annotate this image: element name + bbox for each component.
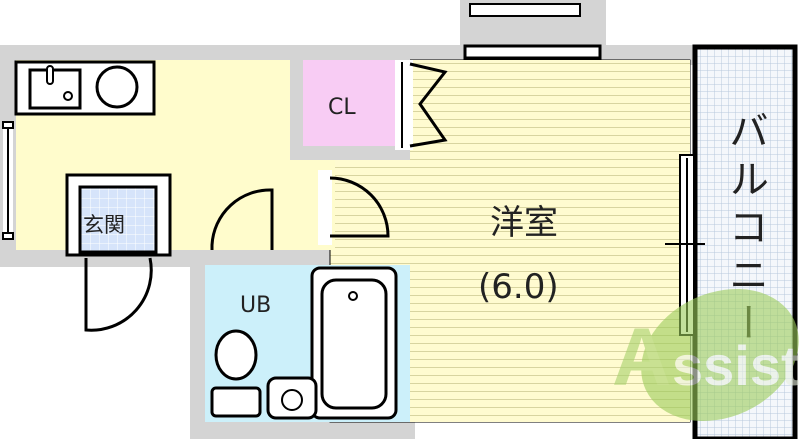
unit-bath [205,188,410,422]
kitchen-window [2,121,14,240]
top-window [463,3,602,60]
entrance [65,173,172,332]
closet [290,45,448,160]
entrance-label: 玄関 [83,213,125,237]
kitchen-counter [14,60,156,116]
svg-text:ssist: ssist [672,334,800,397]
closet-label: CL [328,95,356,120]
room-door [318,170,390,245]
western-room-size: (6.0) [478,267,559,307]
svg-text:A: A [612,312,671,403]
watermark-logo: A ssist [612,288,800,422]
bath-label: UB [240,293,271,318]
western-room-label: 洋室 [490,203,558,243]
